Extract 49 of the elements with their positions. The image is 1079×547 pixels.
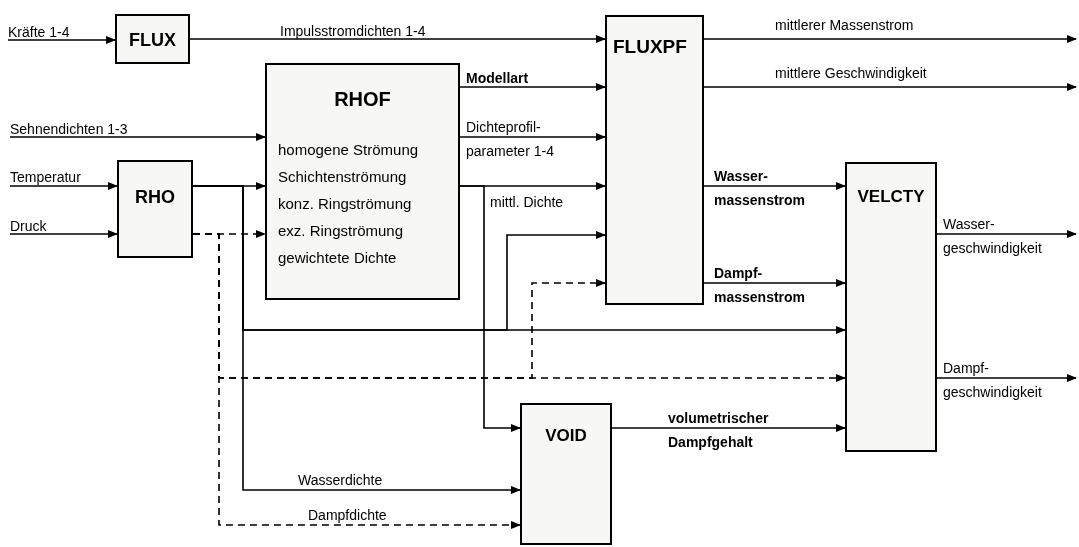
- node-title: VELCTY: [857, 187, 925, 206]
- edge-label: Dampf- geschwindigkeit: [943, 360, 1042, 400]
- node-text: gewichtete Dichte: [278, 248, 398, 268]
- process-box: [520, 403, 612, 545]
- process-box: [117, 160, 193, 258]
- node-title: FLUX: [129, 30, 176, 50]
- edge-label: volumetrischer Dampfgehalt: [668, 410, 769, 450]
- edge-label: Wasserdichte: [298, 472, 383, 488]
- arrow: [9, 182, 118, 190]
- node-title: RHOF: [334, 88, 391, 110]
- edge-label: Dampf- massenstrom: [714, 265, 806, 305]
- node-title: VOID: [545, 426, 587, 445]
- edge-label: mittl. Dichte: [490, 194, 564, 210]
- arrow: [936, 230, 1077, 238]
- arrow: [7, 36, 116, 44]
- edge-label: Modellart: [466, 70, 529, 86]
- process-box: [605, 15, 704, 305]
- edge-label: Dampfdichte: [308, 507, 387, 523]
- process-box: [845, 162, 937, 452]
- node-text: Schichtenströmung: [278, 167, 408, 187]
- arrow: [9, 133, 266, 141]
- arrow: [703, 35, 1077, 43]
- edge-label: Kräfte 1-4: [8, 24, 70, 40]
- arrow: [9, 230, 118, 238]
- arrow: [459, 133, 606, 141]
- edge-label: mittlerer Massenstrom: [775, 17, 914, 33]
- edge-label: Wasser- geschwindigkeit: [943, 216, 1042, 256]
- process-box: [115, 14, 190, 64]
- node-text: exz. Ringströmung: [278, 221, 405, 241]
- edge-label: Druck: [10, 218, 47, 234]
- node-text: homogene Strömung: [278, 140, 420, 160]
- node-text: konz. Ringströmung: [278, 194, 413, 214]
- process-box: [265, 63, 460, 300]
- arrow: [611, 424, 846, 432]
- node-title: RHO: [135, 187, 175, 207]
- edge-label: mittlere Geschwindigkeit: [775, 65, 927, 81]
- arrow: [703, 83, 1077, 91]
- arrow: [703, 279, 846, 287]
- arrow: [189, 35, 606, 43]
- edge-label: Impulsstromdichten 1-4: [280, 23, 426, 39]
- arrow: [459, 185, 521, 432]
- arrow: [703, 182, 846, 190]
- node-title: FLUXPF: [613, 36, 687, 57]
- edge-label: Wasser- massenstrom: [714, 168, 806, 208]
- arrow: [936, 374, 1077, 382]
- edge-label: Sehnendichten 1-3: [10, 121, 128, 137]
- edge-label: Dichteprofil- parameter 1-4: [466, 119, 554, 159]
- edge-label: Temperatur: [10, 169, 81, 185]
- arrow: [459, 83, 606, 91]
